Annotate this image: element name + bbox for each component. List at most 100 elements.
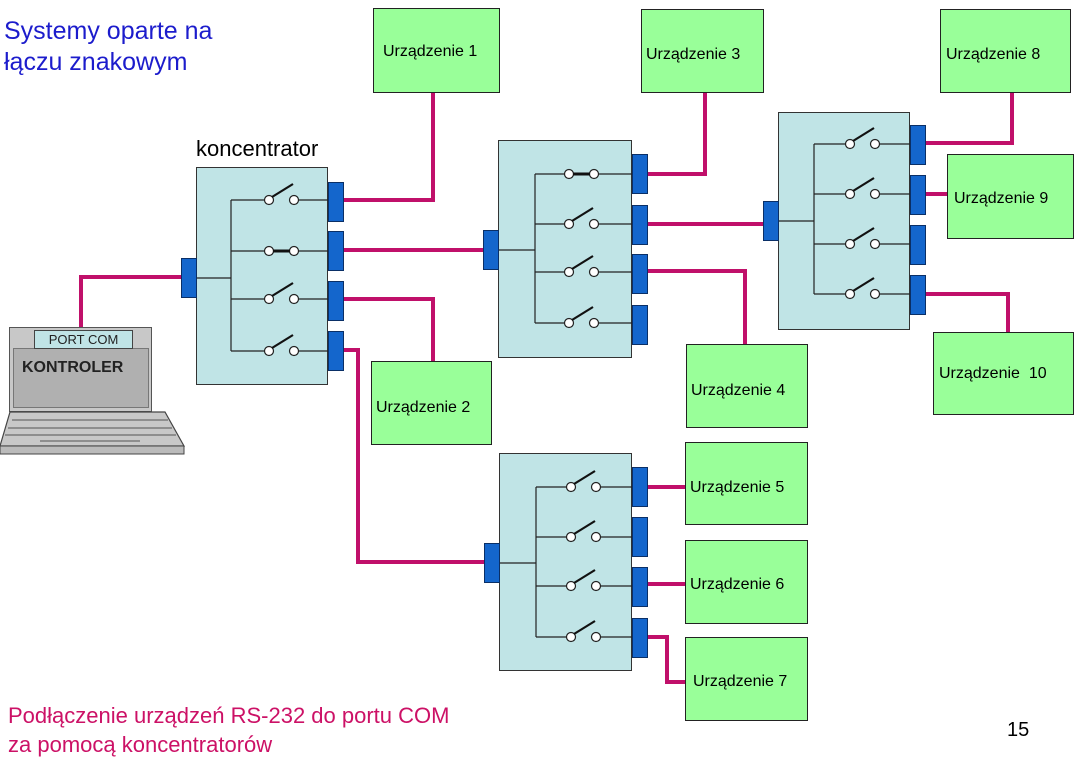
hub-3-output-port-3 [910,225,926,265]
hub-concentrator [196,167,329,385]
device-box-5: Urządzenie 5 [685,442,808,525]
device-label-10: Urządzenie 10 [939,365,1047,382]
hub-concentrator-output-port-4 [328,331,344,371]
hub-3-output-port-4 [910,275,926,315]
controller-name: KONTROLER [22,359,124,376]
device-label-5: Urządzenie 5 [690,479,785,496]
hub-concentrator-output-port-1 [328,182,344,222]
device-label-7: Urządzenie 7 [693,673,788,690]
hub-concentrator-contact-a-2 [263,245,275,257]
hub-4-contact-b-3 [590,580,602,592]
hub-3-contact-b-4 [869,288,881,300]
wire-device-8 [926,92,1014,145]
hub-3-contact-b-2 [869,188,881,200]
hub-4-output-port-2 [632,517,648,557]
hub-2-contact-b-2 [588,218,600,230]
hub-4-contact-b-4 [590,631,602,643]
hub-3-switch-open-1 [852,127,875,142]
device-box-7: Urządzenie 7 [685,637,808,721]
hub-2-contact-b-3 [588,266,600,278]
hub-4-switch-open-4 [573,620,596,635]
wire-device-1 [344,92,435,202]
hub-2-switch-open-3 [571,255,594,270]
hub-3-contact-b-3 [869,238,881,250]
hub-2-contact-a-4 [563,317,575,329]
hub-3 [778,112,911,330]
device-label-2: Urządzenie 2 [376,399,471,416]
hub-2-contact-b-1 [588,168,600,180]
hub-2-contact-a-1 [563,168,575,180]
hub-4-output-port-4 [632,618,648,658]
hub-2-contact-a-2 [563,218,575,230]
device-box-6: Urządzenie 6 [685,540,808,624]
device-label-1: Urządzenie 1 [383,43,478,60]
wires [79,92,1014,684]
device-box-2: Urządzenie 2 [371,361,492,445]
hub-4-contact-b-2 [590,531,602,543]
hub-4-contact-a-1 [565,481,577,493]
device-label-4: Urządzenie 4 [691,382,786,399]
port-com-label: PORT COM [34,330,133,349]
device-label-3: Urządzenie 3 [646,46,741,63]
hub-4-output-port-1 [632,467,648,507]
concentrator-label: koncentrator [196,136,319,161]
hub-concentrator-input-port [181,258,197,298]
slide-caption: Podłączenie urządzeń RS-232 do portu COM… [8,701,449,759]
hub-2-switch-open-2 [571,207,594,222]
device-box-8: Urządzenie 8 [940,9,1071,93]
hub-3-switch-open-2 [852,177,875,192]
hub-2 [498,140,633,358]
wire-device-2 [344,297,435,362]
wire-device-4 [646,269,747,345]
device-box-3: Urządzenie 3 [641,9,764,93]
hub-3-switch-open-4 [852,277,875,292]
wire-controller-concentrator [79,275,182,328]
device-box-1: Urządzenie 1 [373,8,500,93]
hub-2-output-port-4 [632,305,648,345]
wire-hub-4 [344,348,485,564]
device-box-9: Urządzenie 9 [947,154,1074,239]
hub-concentrator-output-port-2 [328,231,344,271]
slide-title-line-1: Systemy oparte na [4,17,213,45]
hub-4-switch-open-2 [573,520,596,535]
hub-4 [499,453,633,671]
hub-concentrator-contact-a-3 [263,293,275,305]
hub-2-contact-b-4 [588,317,600,329]
laptop-keyboard-icon [0,411,186,455]
hub-3-switch-open-3 [852,227,875,242]
hub-concentrator-contact-a-1 [263,194,275,206]
hub-4-output-port-3 [632,567,648,607]
slide-caption-line-2: za pomocą koncentratorów [8,732,273,757]
hub-3-contact-a-2 [844,188,856,200]
hub-concentrator-switch-open-1 [271,183,294,198]
hub-concentrator-contact-b-4 [288,345,300,357]
device-box-10: Urządzenie 10 [933,332,1074,415]
hub-2-output-port-1 [632,154,648,194]
hub-concentrator-contact-b-2 [288,245,300,257]
hub-4-contact-a-4 [565,631,577,643]
slide-title: Systemy oparte na łączu znakowym [4,16,212,78]
device-label-8: Urządzenie 8 [946,46,1041,63]
hub-4-switch-open-3 [573,569,596,584]
hub-concentrator-contact-b-1 [288,194,300,206]
hub-4-switch-open-1 [573,470,596,485]
hub-3-contact-a-1 [844,138,856,150]
hub-concentrator-switch-open-3 [271,282,294,297]
hub-2-input-port [483,230,499,270]
hub-2-switches [499,168,633,329]
device-box-4: Urządzenie 4 [686,344,808,428]
hub-4-contact-a-3 [565,580,577,592]
slide-caption-line-1: Podłączenie urządzeń RS-232 do portu COM [8,703,450,728]
hub-4-contact-a-2 [565,531,577,543]
hub-concentrator-contact-a-4 [263,345,275,357]
wire-device-7 [646,635,686,684]
hub-3-input-port [763,201,779,241]
hub-2-output-port-3 [632,254,648,294]
device-label-9: Urządzenie 9 [954,190,1049,207]
hub-3-contact-a-4 [844,288,856,300]
hub-concentrator-contact-b-3 [288,293,300,305]
hub-2-switch-open-4 [571,306,594,321]
hub-concentrator-output-port-3 [328,281,344,321]
hub-3-contact-b-1 [869,138,881,150]
